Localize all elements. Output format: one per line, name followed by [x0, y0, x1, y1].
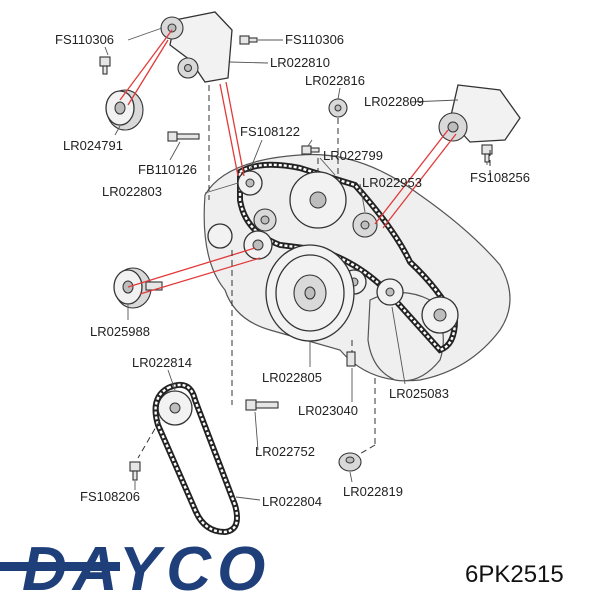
label-lr022810: LR022810 — [270, 55, 330, 70]
label-fs110306-right: FS110306 — [285, 32, 344, 47]
alignment-lines — [137, 85, 491, 459]
idler-lr022814 — [157, 390, 193, 426]
tensioner-assembly — [160, 11, 233, 83]
clip-lr023040 — [346, 351, 356, 367]
tensioner-lr022809 — [438, 84, 521, 143]
bolt-fs108206 — [129, 461, 141, 481]
label-lr023040: LR023040 — [298, 403, 358, 418]
idler-pulley-lr025988 — [113, 267, 163, 309]
bolt-fs108256 — [481, 144, 493, 163]
label-fs108256: FS108256 — [470, 170, 530, 185]
bolt-fs108122 — [301, 145, 320, 155]
label-fs108206: FS108206 — [80, 489, 140, 504]
label-fb110126: FB110126 — [138, 162, 197, 177]
product-part-number: 6PK2515 — [465, 561, 564, 588]
label-lr022819: LR022819 — [343, 484, 403, 499]
bolt-fb110126 — [167, 131, 200, 142]
label-lr022814: LR022814 — [132, 355, 192, 370]
bolt-fs110306-right — [239, 35, 258, 45]
label-lr025083: LR025083 — [389, 386, 449, 401]
bolt-fs110306-left — [99, 56, 111, 75]
label-lr022752: LR022752 — [255, 444, 315, 459]
label-lr022803: LR022803 — [102, 184, 162, 199]
label-fs110306-left: FS110306 — [55, 32, 114, 47]
label-lr022809: LR022809 — [364, 94, 424, 109]
bolt-lr022752 — [245, 399, 279, 411]
highlight-lines — [119, 29, 457, 295]
idler-pulley-lr024791 — [105, 89, 144, 131]
label-lr022953: LR022953 — [362, 175, 422, 190]
label-lr024791: LR024791 — [63, 138, 123, 153]
cap-lr022819 — [338, 452, 362, 472]
brand-logo: DAYCO — [22, 535, 271, 600]
label-lr022804: LR022804 — [262, 494, 322, 509]
brand-bar-left — [0, 562, 120, 571]
label-lr022799: LR022799 — [323, 148, 383, 163]
label-fs108122: FS108122 — [240, 124, 300, 139]
belt-product-ribs — [154, 383, 239, 534]
crankshaft-damper-lr022805 — [265, 244, 355, 342]
label-lr022816: LR022816 — [305, 73, 365, 88]
label-lr025988: LR025988 — [90, 324, 150, 339]
leader-lines — [104, 27, 488, 501]
idler-lr022816 — [328, 98, 348, 118]
label-lr022805: LR022805 — [262, 370, 322, 385]
